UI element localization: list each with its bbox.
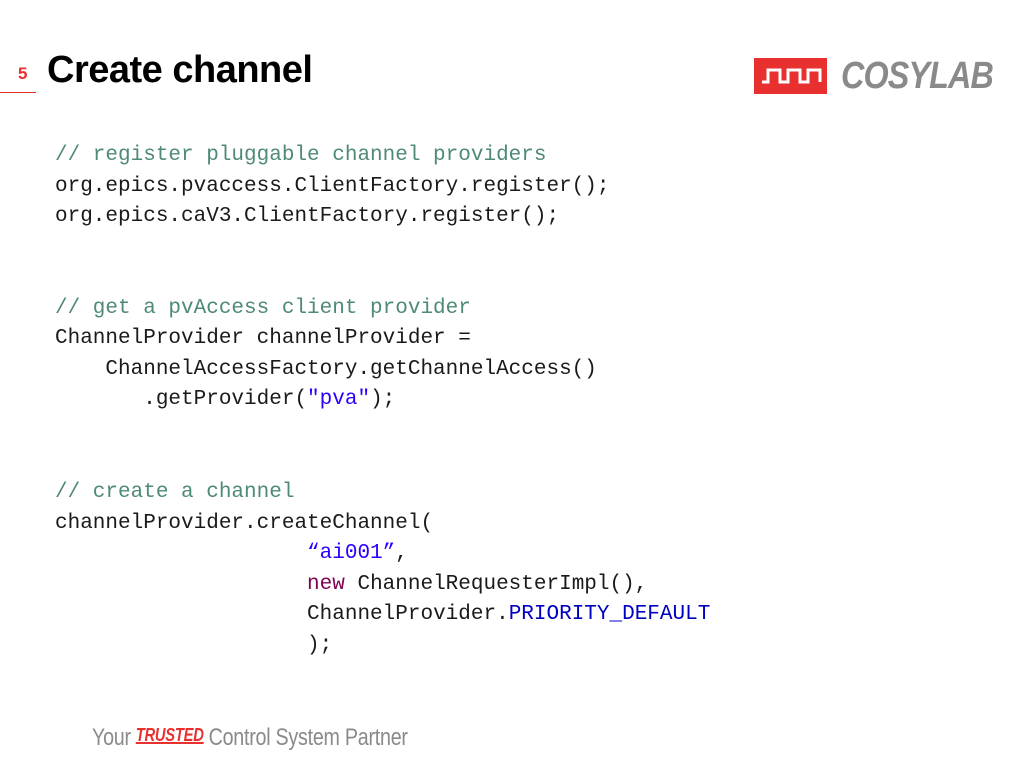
code-text: .getProvider( (55, 388, 308, 411)
code-text: ChannelRequesterImpl(), (344, 572, 648, 596)
code-line: ); (55, 631, 710, 662)
pulse-wave-icon (754, 58, 827, 94)
code-comment: // create a channel (55, 481, 295, 504)
code-comment: // register pluggable channel providers (55, 144, 547, 167)
code-line: ChannelProvider channelProvider = (55, 327, 471, 350)
code-text: ); (370, 388, 396, 411)
cosylab-logo: COSYLAB (754, 55, 1020, 97)
logo-text: COSYLAB (841, 55, 994, 97)
code-keyword: new (307, 572, 345, 596)
code-indent (55, 634, 307, 657)
code-listing: // register pluggable channel providers … (55, 141, 710, 661)
code-line: channelProvider.createChannel( (55, 511, 434, 535)
tagline-trusted: TRUSTED (135, 724, 204, 745)
slide-number: 5 (18, 64, 28, 83)
slide-number-rule (0, 92, 36, 93)
footer-tagline: Your TRUSTED Control System Partner (92, 724, 408, 752)
tagline-your: Your (92, 724, 131, 751)
code-indent (55, 573, 307, 596)
code-line: “ai001”, (55, 539, 710, 570)
code-line: .getProvider("pva"); (55, 385, 710, 416)
code-string: "pva" (307, 388, 371, 411)
code-comment: // get a pvAccess client provider (55, 296, 471, 320)
code-field: PRIORITY_DEFAULT (508, 603, 711, 626)
code-indent (55, 542, 307, 565)
code-text: ); (307, 633, 333, 657)
code-indent (55, 603, 307, 626)
code-line: org.epics.pvaccess.ClientFactory.registe… (55, 174, 610, 198)
code-text: , (395, 542, 408, 565)
slide-title: Create channel (47, 49, 313, 91)
code-text: ChannelProvider. (307, 603, 509, 626)
code-line: ChannelAccessFactory.getChannelAccess() (55, 357, 597, 381)
code-line: org.epics.caV3.ClientFactory.register(); (55, 205, 560, 228)
code-line: new ChannelRequesterImpl(), (55, 570, 710, 601)
tagline-rest: Control System Partner (208, 724, 408, 751)
code-line: ChannelProvider.PRIORITY_DEFAULT (55, 600, 710, 631)
code-string: “ai001” (307, 542, 396, 565)
